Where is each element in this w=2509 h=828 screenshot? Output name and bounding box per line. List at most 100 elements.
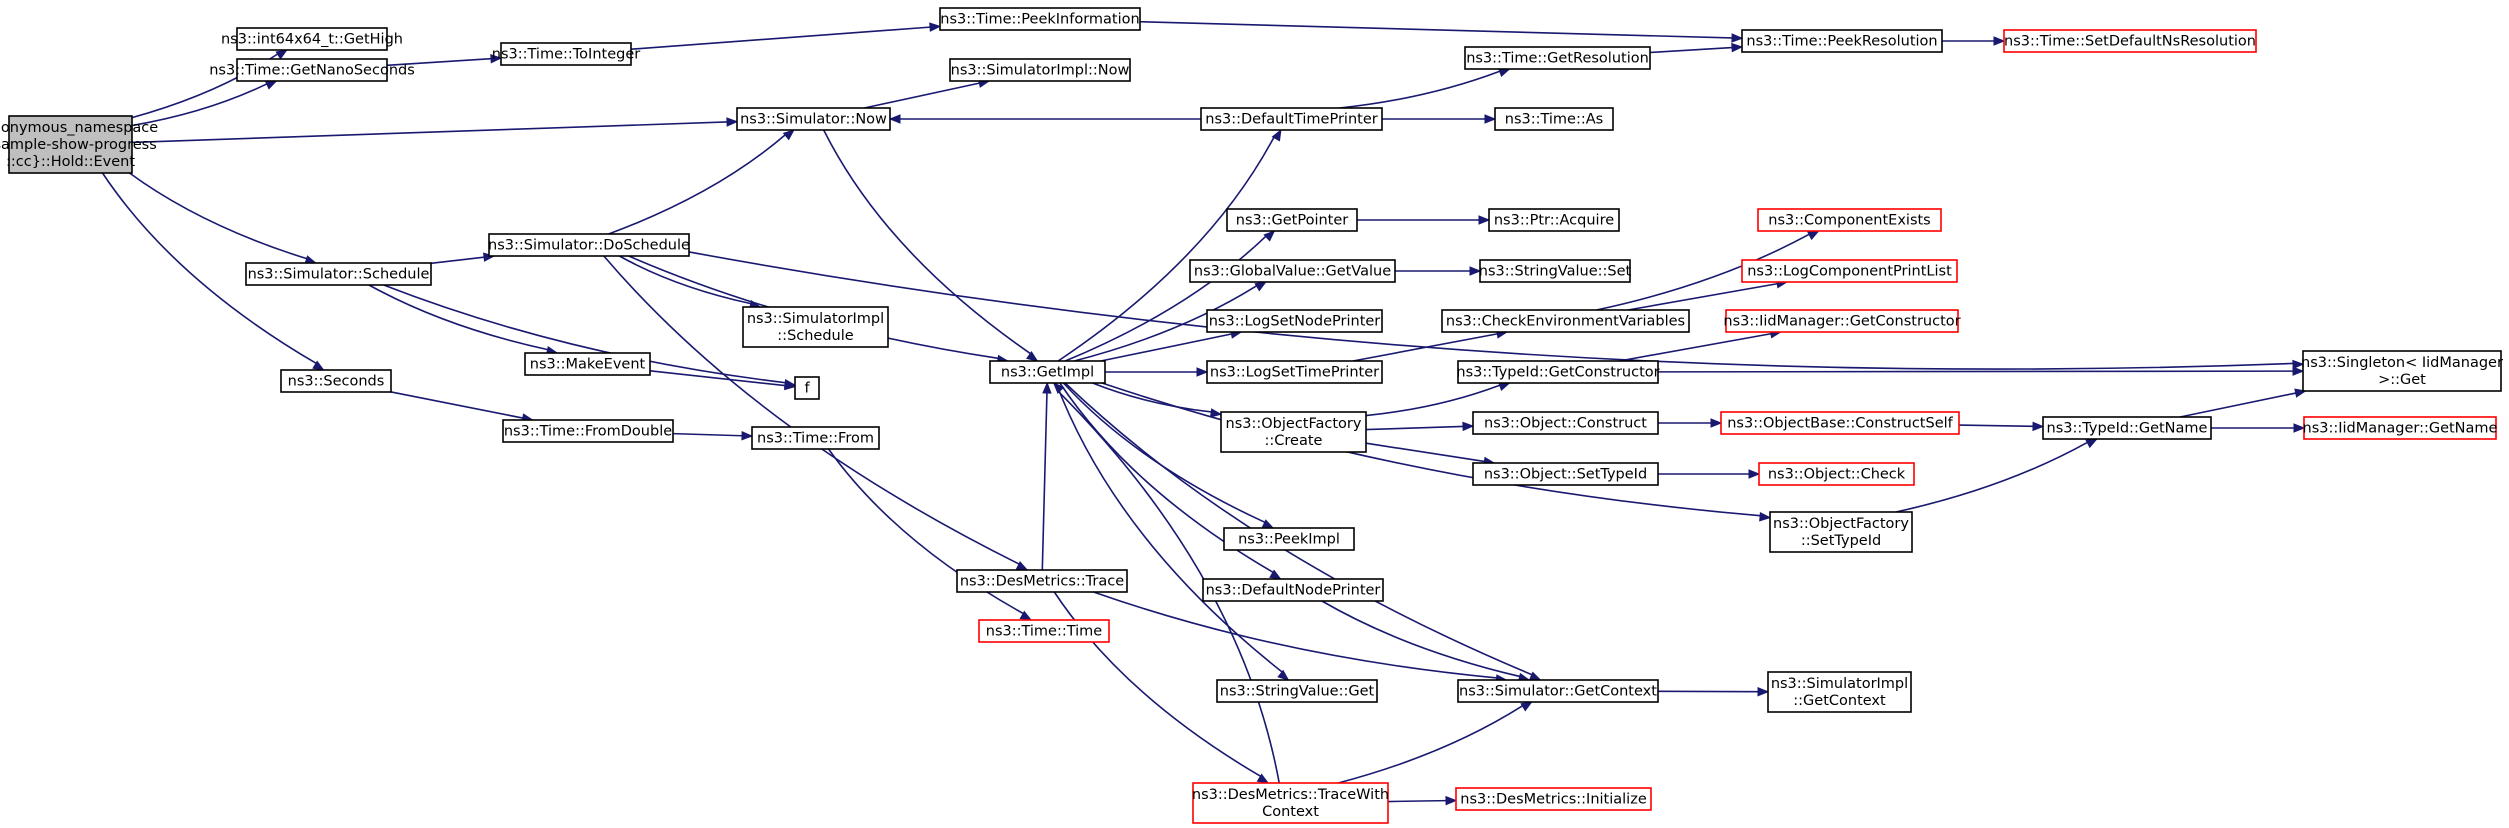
edge-simulatorDoSchedule-to-singletonGet xyxy=(688,251,2305,370)
edge-arrowhead xyxy=(1759,512,1772,522)
edge-arrowhead xyxy=(1757,686,1770,697)
node-getImpl[interactable]: ns3::GetImpl xyxy=(989,360,1106,384)
node-simulatorSchedule[interactable]: ns3::Simulator::Schedule xyxy=(245,262,432,286)
edge-line xyxy=(101,172,317,365)
node-logSetTimePrinter[interactable]: ns3::LogSetTimePrinter xyxy=(1206,360,1383,384)
node-desMetricsTrace[interactable]: ns3::DesMetrics::Trace xyxy=(956,569,1128,593)
node-label: ::cc}::Hold::Event xyxy=(6,154,135,170)
node-timeFromDouble[interactable]: ns3::Time::FromDouble xyxy=(502,419,674,443)
edge-line xyxy=(1321,600,1520,678)
node-box xyxy=(280,369,392,393)
node-box xyxy=(736,107,891,131)
node-getNanoSeconds[interactable]: ns3::Time::GetNanoSeconds xyxy=(209,58,415,82)
edge-arrowhead xyxy=(1469,266,1482,276)
node-objectCheck[interactable]: ns3::Object::Check xyxy=(1758,462,1915,486)
edge-getPointer-to-ptrAcquire xyxy=(1357,215,1491,225)
node-label: ns3::ObjectFactory xyxy=(1226,416,1362,432)
node-stringValueGet[interactable]: ns3::StringValue::Get xyxy=(1216,679,1378,703)
edge-line xyxy=(618,255,752,305)
edge-arrowhead xyxy=(1052,382,1065,394)
node-toInteger[interactable]: ns3::Time::ToInteger xyxy=(492,42,640,66)
edge-arrowhead xyxy=(1209,408,1223,418)
node-typeIdGetName[interactable]: ns3::TypeId::GetName xyxy=(2042,416,2212,440)
node-stringValueSet[interactable]: ns3::StringValue::Set xyxy=(1479,259,1632,283)
node-objectFactorySetTypeId[interactable]: ns3::ObjectFactory::SetTypeId xyxy=(1769,511,1913,553)
node-singletonGet[interactable]: ns3::Singleton< IidManager >::Get xyxy=(2301,350,2503,392)
edge-line xyxy=(1101,382,1761,517)
edge-getImpl-to-objectFactoryCreate xyxy=(1092,382,1223,418)
node-label: ::Create xyxy=(1265,433,1323,449)
node-typeIdGetConstructor[interactable]: ns3::TypeId::GetConstructor xyxy=(1456,360,1660,384)
edge-root-to-simulatorSchedule xyxy=(129,172,318,265)
node-label: ns3::TypeId::GetName xyxy=(2047,421,2208,437)
edge-simulatorSchedule-to-simulatorDoSchedule xyxy=(430,252,496,265)
edge-defaultTimePrinter-to-timeAs xyxy=(1382,114,1497,124)
edge-root-to-getNanoSeconds xyxy=(131,80,278,127)
edge-line xyxy=(1352,333,1498,362)
node-box xyxy=(1720,411,1960,435)
node-f[interactable]: f xyxy=(794,376,820,400)
node-globalValueGetValue[interactable]: ns3::GlobalValue::GetValue xyxy=(1189,259,1396,283)
node-defaultNodePrinter[interactable]: ns3::DefaultNodePrinter xyxy=(1202,578,1384,602)
node-ptrAcquire[interactable]: ns3::Ptr::Acquire xyxy=(1488,208,1620,232)
edge-peekResolution-to-setDefaultNsResolution xyxy=(1942,36,2006,46)
node-peekInformation[interactable]: ns3::Time::PeekInformation xyxy=(939,7,1141,31)
node-simulatorImplSchedule[interactable]: ns3::SimulatorImpl::Schedule xyxy=(742,306,889,348)
node-timeTime[interactable]: ns3::Time::Time xyxy=(978,619,1110,643)
node-getHigh[interactable]: ns3::int64x64_t::GetHigh xyxy=(221,27,403,51)
node-peekImpl[interactable]: ns3::PeekImpl xyxy=(1223,527,1355,551)
node-root[interactable]: anonymous_namespace{sample-show-progress… xyxy=(0,115,158,174)
node-makeEvent[interactable]: ns3::MakeEvent xyxy=(524,352,651,376)
node-objectBaseConstructSelf[interactable]: ns3::ObjectBase::ConstructSelf xyxy=(1720,411,1960,435)
node-label: ns3::Time::SetDefaultNsResolution xyxy=(2004,34,2256,50)
node-label: ns3::Time::FromDouble xyxy=(504,424,672,440)
node-label: anonymous_namespace xyxy=(0,120,158,136)
node-timeAs[interactable]: ns3::Time::As xyxy=(1494,107,1614,131)
node-label: ns3::Simulator::GetContext xyxy=(1459,684,1657,700)
node-label: ns3::ComponentExists xyxy=(1768,213,1931,229)
edge-arrowhead xyxy=(1271,128,1282,142)
edge-arrowhead xyxy=(1731,33,1744,43)
node-simulatorImplGetContext[interactable]: ns3::SimulatorImpl::GetContext xyxy=(1767,671,1912,713)
node-objectSetTypeId[interactable]: ns3::Object::SetTypeId xyxy=(1472,462,1659,486)
node-desMetricsInitialize[interactable]: ns3::DesMetrics::Initialize xyxy=(1455,787,1652,811)
edge-line xyxy=(1627,282,1778,311)
edge-line xyxy=(672,432,743,437)
node-box xyxy=(1741,29,1943,53)
edge-objectFactoryCreate-to-objectSetTypeId xyxy=(1365,442,1496,467)
node-label: ns3::Simulator::DoSchedule xyxy=(488,238,690,254)
node-componentExists[interactable]: ns3::ComponentExists xyxy=(1757,208,1942,232)
edge-arrowhead xyxy=(1484,114,1497,124)
node-getPointer[interactable]: ns3::GetPointer xyxy=(1226,208,1358,232)
node-iidManagerGetConstructor[interactable]: ns3::IidManager::GetConstructor xyxy=(1723,309,1961,333)
node-logSetNodePrinter[interactable]: ns3::LogSetNodePrinter xyxy=(1206,309,1383,333)
node-simulatorGetContext[interactable]: ns3::Simulator::GetContext xyxy=(1457,679,1659,703)
node-getResolution[interactable]: ns3::Time::GetResolution xyxy=(1464,46,1651,70)
node-objectConstruct[interactable]: ns3::Object::Construct xyxy=(1472,411,1659,435)
edge-line xyxy=(1365,384,1501,417)
node-simulatorImplNow[interactable]: ns3::SimulatorImpl::Now xyxy=(949,58,1131,82)
node-defaultTimePrinter[interactable]: ns3::DefaultTimePrinter xyxy=(1200,107,1383,131)
node-simulatorDoSchedule[interactable]: ns3::Simulator::DoSchedule xyxy=(488,233,690,257)
node-box xyxy=(939,7,1141,31)
node-setDefaultNsResolution[interactable]: ns3::Time::SetDefaultNsResolution xyxy=(2003,29,2257,53)
node-logComponentPrintList[interactable]: ns3::LogComponentPrintList xyxy=(1741,259,1958,283)
node-checkEnvironmentVariables[interactable]: ns3::CheckEnvironmentVariables xyxy=(1441,309,1690,333)
edge-line xyxy=(1062,382,1266,524)
node-label: ns3::Time::GetNanoSeconds xyxy=(209,63,415,79)
node-simulatorNow[interactable]: ns3::Simulator::Now xyxy=(736,107,891,131)
node-seconds[interactable]: ns3::Seconds xyxy=(280,369,392,393)
edge-objectSetTypeId-to-objectCheck xyxy=(1658,469,1761,479)
node-peekResolution[interactable]: ns3::Time::PeekResolution xyxy=(1741,29,1943,53)
node-iidManagerGetName[interactable]: ns3::IidManager::GetName xyxy=(2303,416,2498,440)
edge-arrowhead xyxy=(741,430,754,441)
node-box xyxy=(1741,259,1958,283)
node-timeFrom[interactable]: ns3::Time::From xyxy=(751,426,880,450)
edge-getImpl-to-stringValueGet xyxy=(1055,382,1290,681)
edge-simulatorDoSchedule-to-simulatorImplSchedule xyxy=(618,255,762,310)
edge-objectFactoryCreate-to-typeIdGetConstructor xyxy=(1365,382,1511,417)
node-objectFactoryCreate[interactable]: ns3::ObjectFactory::Create xyxy=(1220,411,1367,453)
edge-arrowhead xyxy=(1520,701,1533,712)
edge-makeEvent-to-f xyxy=(649,370,797,391)
